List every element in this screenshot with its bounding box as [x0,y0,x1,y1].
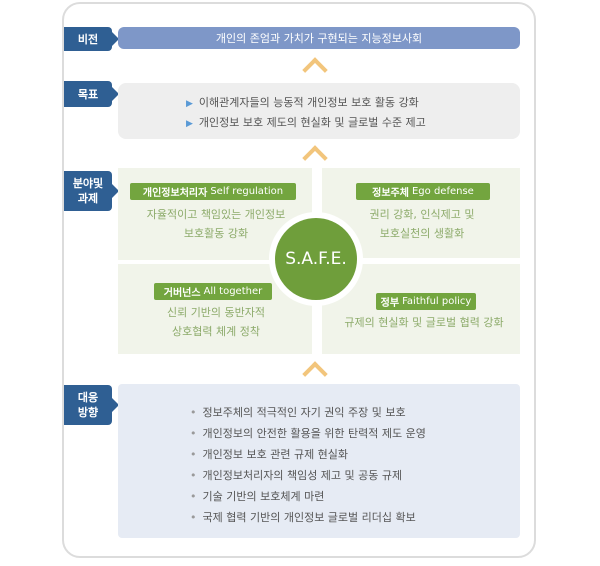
response-item: •정보주체의 적극적인 자기 권익 주장 및 보호 [190,406,406,419]
triangle-bullet-icon: ▶ [186,99,193,109]
triangle-bullet-icon: ▶ [186,119,193,129]
goal-item: ▶이해관계자들의 능동적 개인정보 보호 활동 강화 [186,96,419,109]
response-item: •국제 협력 기반의 개인정보 글로벌 리더십 확보 [190,511,416,524]
goal-box: ▶이해관계자들의 능동적 개인정보 보호 활동 강화 ▶개인정보 보호 제도의 … [118,83,520,139]
vision-label: 비전 [64,27,119,51]
faithful-policy-text: 규제의 현실화 및 글로벌 협력 강화 [344,316,504,329]
goal-label: 목표 [64,81,119,107]
response-item: •개인정보 보호 관련 규제 현실화 [190,448,349,461]
response-item: •개인정보처리자의 책임성 제고 및 공동 규제 [190,469,403,482]
response-box: •정보주체의 적극적인 자기 권익 주장 및 보호 •개인정보의 안전한 활용을… [118,384,520,538]
response-item: •기술 기반의 보호체계 마련 [190,490,325,503]
vision-text: 개인의 존엄과 가치가 구현되는 지능정보사회 [215,32,423,45]
goal-item: ▶개인정보 보호 제도의 현실화 및 글로벌 수준 제고 [186,116,426,129]
safe-circle: S.A.F.E. [275,218,357,300]
response-item: •개인정보의 안전한 활용을 위한 탄력적 제도 운영 [190,427,426,440]
vision-bar: 개인의 존엄과 가치가 구현되는 지능정보사회 [118,27,520,49]
